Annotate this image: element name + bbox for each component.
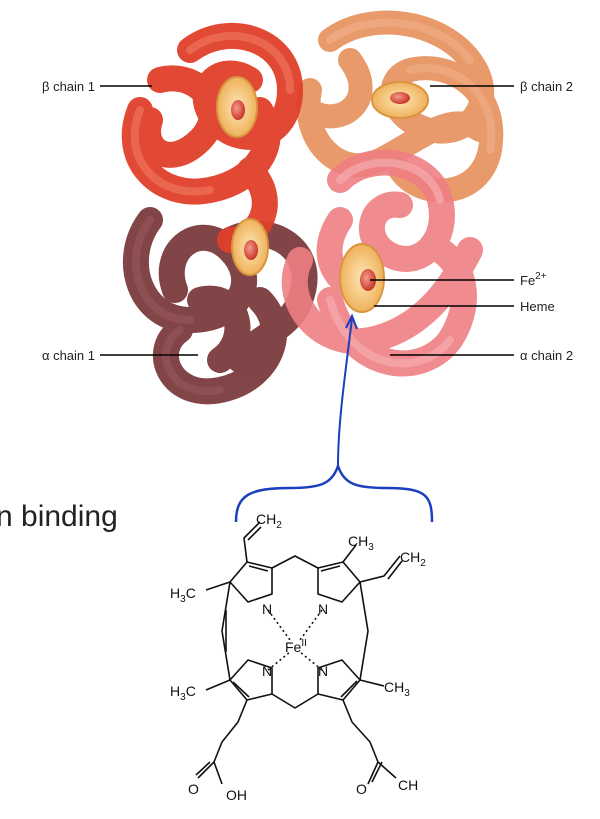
label-alpha-chain-2: α chain 2 bbox=[520, 348, 573, 363]
beta-chain-1-coil bbox=[121, 22, 303, 253]
label-fe2: Fe2+ bbox=[520, 271, 547, 288]
heme-disk-alpha2 bbox=[339, 243, 385, 313]
label-beta-chain-2: β chain 2 bbox=[520, 79, 573, 94]
atom-ch-right: CH bbox=[398, 777, 418, 793]
heme-disk-beta2 bbox=[371, 81, 429, 119]
heme-disk-alpha1 bbox=[231, 218, 269, 276]
curly-brace bbox=[234, 462, 434, 523]
atom-h3c-bottom: H3C bbox=[170, 683, 196, 703]
atom-n3: N bbox=[262, 663, 272, 679]
label-beta-chain-1: β chain 1 bbox=[42, 79, 95, 94]
atom-n4: N bbox=[318, 663, 328, 679]
atom-n1: N bbox=[262, 601, 272, 617]
atom-h3c-left: H3C bbox=[170, 585, 196, 605]
atom-ch2-right: CH2 bbox=[400, 549, 426, 569]
atom-o-right: O bbox=[356, 781, 367, 797]
heme-disk-beta1 bbox=[216, 76, 258, 138]
leader-lines bbox=[100, 85, 514, 356]
label-alpha-chain-1: α chain 1 bbox=[42, 348, 95, 363]
atom-o-left: O bbox=[188, 781, 199, 797]
atom-fe-center: FeII bbox=[285, 638, 307, 655]
zoom-arrow bbox=[337, 313, 358, 467]
atom-oh-left: OH bbox=[226, 787, 247, 803]
atom-ch3-top: CH3 bbox=[348, 533, 374, 553]
heme-atom-labels: CH2 CH3 CH2 H3C N N N N FeII H3C CH3 O O… bbox=[170, 511, 426, 803]
heme-structure bbox=[195, 521, 403, 785]
atom-ch3-right: CH3 bbox=[384, 679, 410, 699]
label-heme: Heme bbox=[520, 299, 555, 314]
atom-ch2-top: CH2 bbox=[256, 511, 282, 531]
atom-n2: N bbox=[318, 601, 328, 617]
caption-text: n binding bbox=[0, 500, 118, 533]
